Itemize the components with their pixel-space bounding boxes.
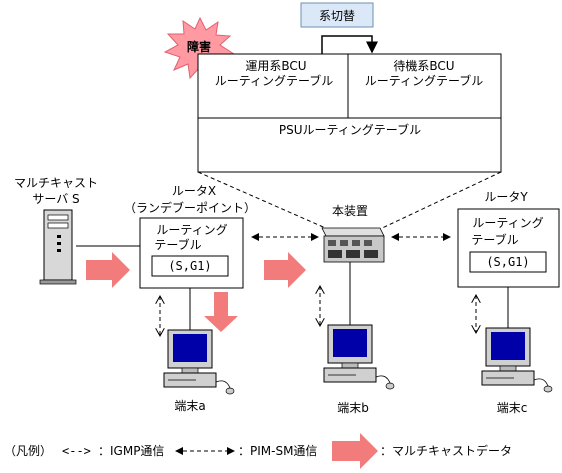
router-y-entry-box: [469, 251, 547, 273]
bcu-standby-label: 待機系BCU: [393, 58, 454, 73]
psu-table-label: PSUルーティングテーブル: [279, 122, 421, 137]
terminal-b-label: 端末b: [337, 401, 369, 415]
server-icon: [39, 209, 77, 285]
router-x-entry: (S,G1): [168, 259, 211, 273]
legend-igmp-symbol: <-->: [62, 444, 91, 458]
multicast-arrow-router-device: [264, 252, 306, 288]
bcu-active-table: ルーティングテーブル: [215, 73, 334, 88]
svg-text:障害: 障害: [187, 39, 211, 54]
router-x-label: ルータX: [172, 184, 216, 198]
router-y-box: [457, 208, 560, 288]
router-y-table-label-1: ルーティング: [472, 216, 543, 230]
legend-title: （凡例）: [4, 444, 52, 458]
router-x-table-label-2: テーブル: [154, 237, 201, 252]
legend-pim-label: ：PIM-SM通信: [238, 444, 317, 458]
router-x-rp-label: （ランデブーポイント）: [124, 200, 256, 215]
switchover-label: 系切替: [300, 2, 374, 28]
multicast-arrow-server-router: [86, 252, 130, 288]
device-table-box: [197, 53, 502, 173]
bcu-standby-table: ルーティングテーブル: [365, 73, 484, 88]
router-y-label: ルータY: [484, 190, 528, 204]
router-y-table-label-2: テーブル: [471, 232, 518, 247]
router-x-entry-box: [151, 255, 229, 277]
legend-multicast-symbol: [332, 433, 378, 469]
switchover-arrow: [321, 35, 378, 54]
terminal-b-icon: [323, 324, 395, 390]
server-label-1: マルチキャスト: [14, 176, 98, 190]
terminal-c-label: 端末c: [497, 401, 528, 415]
projection-line-right: [377, 171, 502, 231]
multicast-arrow-router-terminal: [204, 292, 238, 332]
router-y-entry: (S,G1): [486, 255, 529, 269]
legend-igmp-label: ：IGMP通信: [98, 444, 164, 458]
terminal-a-icon: [163, 329, 235, 395]
projection-line-left: [197, 171, 331, 231]
terminal-a-label: 端末a: [174, 399, 205, 413]
terminal-c-icon: [481, 327, 553, 393]
legend-multicast-label: ：マルチキャストデータ: [380, 443, 512, 458]
device-label: 本装置: [332, 204, 368, 218]
device-icon: [321, 227, 385, 263]
router-x-table-label-1: ルーティング: [156, 223, 227, 237]
bcu-active-label: 運用系BCU: [245, 59, 306, 73]
svg-text:系切替: 系切替: [319, 9, 355, 23]
server-label-2: サーバ S: [32, 192, 79, 206]
